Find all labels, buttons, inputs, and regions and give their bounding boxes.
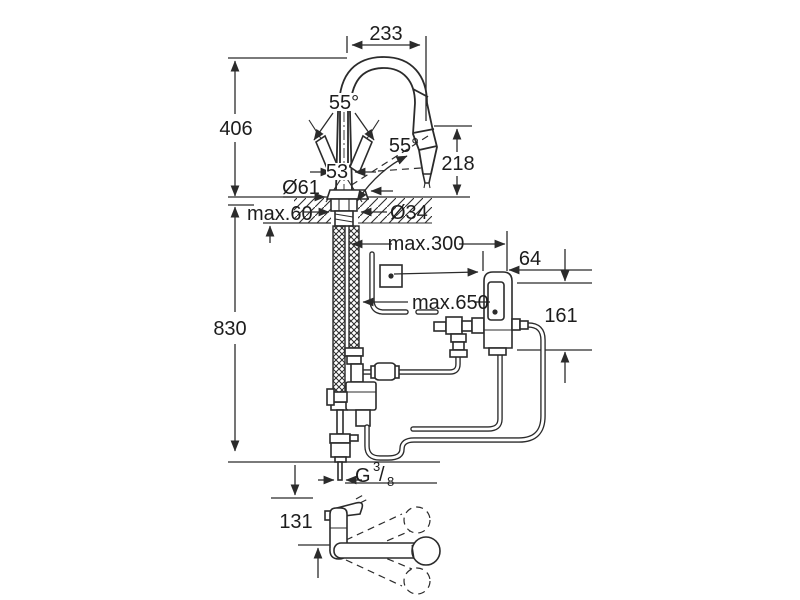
outlet-loop-hose	[364, 322, 546, 461]
dim-label-830: 830	[213, 318, 246, 340]
dim-thread-size: G 3 / 8	[318, 459, 394, 489]
dim-hole-diameter: Ø34	[303, 202, 428, 224]
dim-label-g-den: 8	[387, 474, 394, 489]
dim-label-131: 131	[279, 511, 312, 533]
g38-connector-pipe	[337, 461, 343, 481]
supply-hose	[344, 225, 364, 365]
dim-label-55-top: 55°	[329, 92, 359, 114]
dim-label-161: 161	[544, 305, 577, 327]
check-valve	[449, 333, 468, 358]
dim-outlet-height: 218	[441, 128, 475, 196]
dim-label-406: 406	[219, 118, 252, 140]
dim-height-to-outlet: 406	[219, 60, 253, 197]
dim-label-53: 53	[326, 161, 348, 183]
spout-arc-outer	[338, 56, 428, 109]
dim-label-55-right: 55°	[389, 135, 419, 157]
spray-head	[412, 102, 438, 189]
dim-label-o61: Ø61	[282, 177, 320, 199]
dim-hose-length: max.650	[362, 292, 490, 314]
dim-label-max300: max.300	[388, 233, 465, 255]
dim-label-max650: max.650	[412, 292, 489, 314]
dim-counter-thickness: max.60	[247, 203, 313, 243]
inline-filter	[373, 362, 397, 381]
power-plug-box	[379, 264, 479, 288]
dim-control-box-height: 161	[544, 249, 578, 383]
dim-spout-reach: 233	[351, 23, 421, 50]
dim-label-g-num: 3	[373, 459, 380, 474]
dim-base-diameter: Ø61	[282, 177, 393, 202]
dim-spray-head-height: 131	[279, 465, 323, 578]
dim-pullout-extension: max.300	[351, 233, 506, 255]
dim-label-max60: max.60	[247, 203, 313, 225]
dim-label-218: 218	[441, 153, 474, 175]
dim-handle-width: 53	[310, 161, 422, 183]
dim-label-g: G	[355, 465, 371, 487]
dim-label-g-slash: /	[379, 464, 385, 486]
control-unit	[483, 271, 529, 356]
spray-position-down	[345, 544, 431, 595]
solenoid-valve	[326, 363, 377, 427]
filter-hose	[354, 354, 461, 381]
spray-wand	[333, 536, 441, 566]
spout-arc-inner	[349, 67, 416, 112]
dim-handle-swing: 55°	[313, 92, 375, 141]
dim-total-height: 830	[213, 206, 247, 452]
dim-label-233: 233	[369, 23, 402, 45]
dim-label-64: 64	[519, 248, 541, 270]
spout-seam	[412, 88, 429, 98]
dim-control-box-width: 64	[508, 248, 592, 275]
dim-label-o34: Ø34	[390, 202, 428, 224]
spray-head-detail-view	[324, 493, 441, 595]
dim-spray-swing: 55°	[349, 135, 429, 202]
